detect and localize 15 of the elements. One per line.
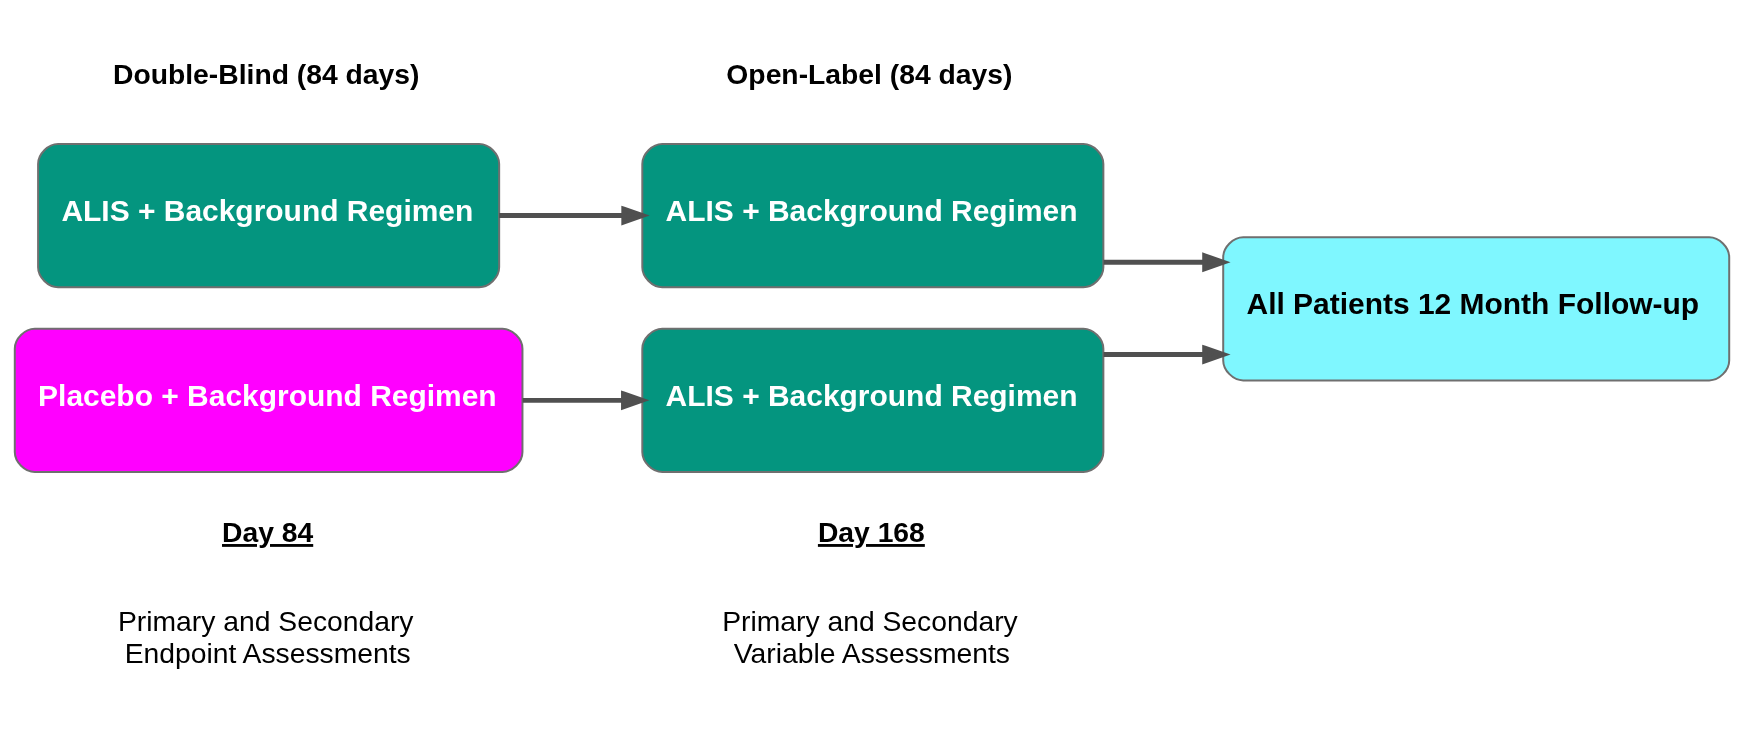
node-box: ALIS + Background Regimen (37, 143, 501, 289)
arrow (499, 205, 650, 226)
label: Primary and Secondary Variable Assessments (722, 605, 1018, 669)
arrow (522, 390, 650, 411)
label: Double-Blind (84 days) (113, 58, 420, 91)
label: Primary and Secondary Endpoint Assessments (117, 605, 414, 669)
label: Open-Label (84 days) (726, 58, 1013, 91)
arrow (1103, 252, 1231, 273)
node-box: Placebo + Background Regimen (13, 327, 524, 473)
label: Day 168 (817, 516, 925, 549)
node-box: All Patients 12 Month Follow-up (1222, 236, 1731, 382)
node-box: ALIS + Background Regimen (641, 143, 1105, 289)
label: Day 84 (222, 516, 314, 549)
node-box: ALIS + Background Regimen (641, 327, 1105, 473)
arrow (1103, 344, 1231, 365)
